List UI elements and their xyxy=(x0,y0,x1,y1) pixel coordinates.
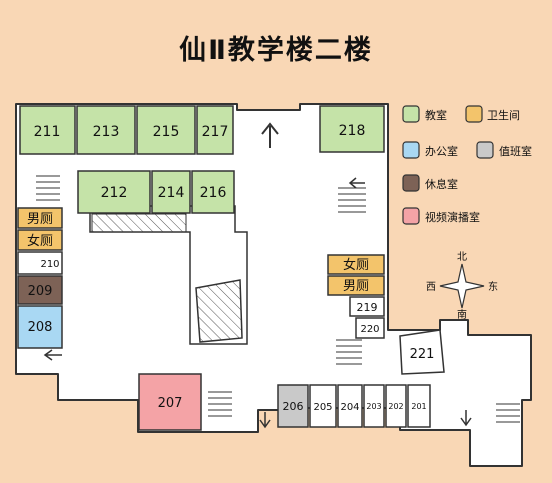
svg-text:216: 216 xyxy=(200,185,227,201)
room-220[interactable]: 220 xyxy=(355,317,385,339)
room-203[interactable]: 203 xyxy=(363,384,385,428)
compass-icon xyxy=(439,263,485,309)
stairs-southeast xyxy=(496,403,520,423)
svg-text:207: 207 xyxy=(158,396,183,411)
legend-label-classroom: 教室 xyxy=(425,108,447,122)
arrow-left-icon-west xyxy=(43,349,62,361)
legend-swatch-office xyxy=(402,141,420,159)
hatched-pillar xyxy=(195,279,243,343)
room-207[interactable]: 207 xyxy=(138,373,202,431)
legend-swatch-duty xyxy=(476,141,494,159)
svg-text:205: 205 xyxy=(313,402,332,413)
svg-text:217: 217 xyxy=(202,124,229,140)
svg-text:214: 214 xyxy=(158,185,185,201)
svg-text:女厕: 女厕 xyxy=(27,233,53,249)
svg-text:男厕: 男厕 xyxy=(343,279,369,294)
legend-swatch-restroom xyxy=(465,105,483,123)
svg-text:213: 213 xyxy=(93,124,120,140)
restroom-men-west[interactable]: 男厕 xyxy=(17,207,63,229)
room-217[interactable]: 217 xyxy=(196,105,234,155)
arrow-up-icon xyxy=(261,122,279,148)
legend-label-lounge: 休息室 xyxy=(425,177,458,191)
restroom-women-west[interactable]: 女厕 xyxy=(17,229,63,251)
stairs-east xyxy=(336,339,362,365)
svg-text:211: 211 xyxy=(34,124,61,140)
room-210[interactable]: 210 xyxy=(17,251,63,275)
legend-swatch-classroom xyxy=(402,105,420,123)
arrow-down-icon-southeast xyxy=(460,410,472,427)
svg-text:220: 220 xyxy=(360,324,379,335)
compass-east: 东 xyxy=(488,280,498,293)
restroom-women-east[interactable]: 女厕 xyxy=(327,254,385,275)
legend-swatch-video xyxy=(402,207,420,225)
room-219[interactable]: 219 xyxy=(349,296,385,317)
compass-west: 西 xyxy=(426,282,436,293)
svg-text:221: 221 xyxy=(410,347,435,362)
legend-label-restroom: 卫生间 xyxy=(487,108,520,122)
hatched-area xyxy=(91,213,187,233)
svg-text:209: 209 xyxy=(28,284,53,299)
room-202[interactable]: 202 xyxy=(385,384,407,428)
room-209[interactable]: 209 xyxy=(17,275,63,305)
legend-label-duty: 值班室 xyxy=(499,144,532,158)
compass: 北 南 西 东 xyxy=(426,251,498,321)
room-214[interactable]: 214 xyxy=(151,170,191,214)
room-211[interactable]: 211 xyxy=(19,105,76,155)
svg-text:212: 212 xyxy=(101,185,128,201)
arrow-down-icon-south xyxy=(259,412,271,429)
svg-text:204: 204 xyxy=(340,402,359,413)
legend: 教室 卫生间 办公室 值班室 休息室 视频演播室 xyxy=(402,105,532,225)
room-204[interactable]: 204 xyxy=(337,384,363,428)
svg-text:203: 203 xyxy=(366,402,381,411)
room-206[interactable]: 206 xyxy=(277,384,309,428)
svg-text:男厕: 男厕 xyxy=(27,212,53,227)
page-title: 仙Ⅱ教学楼二楼 xyxy=(179,35,373,66)
compass-south: 南 xyxy=(457,308,467,321)
legend-label-video: 视频演播室 xyxy=(425,210,480,224)
stairs-southwest xyxy=(208,391,232,417)
legend-swatch-lounge xyxy=(402,174,420,192)
svg-text:219: 219 xyxy=(357,301,378,314)
room-208[interactable]: 208 xyxy=(17,305,63,349)
room-212[interactable]: 212 xyxy=(77,170,151,214)
room-213[interactable]: 213 xyxy=(76,105,136,155)
room-221[interactable]: 221 xyxy=(399,329,445,375)
room-216[interactable]: 216 xyxy=(191,170,235,214)
svg-text:210: 210 xyxy=(40,259,59,270)
room-215[interactable]: 215 xyxy=(136,105,196,155)
legend-label-office: 办公室 xyxy=(425,144,458,158)
restroom-men-east[interactable]: 男厕 xyxy=(327,275,385,296)
arrow-left-icon xyxy=(348,177,365,189)
room-201[interactable]: 201 xyxy=(407,384,431,428)
stairs-northeast xyxy=(338,187,366,213)
svg-text:202: 202 xyxy=(388,402,403,411)
compass-north: 北 xyxy=(457,251,467,263)
svg-text:206: 206 xyxy=(283,400,304,413)
room-205[interactable]: 205 xyxy=(309,384,337,428)
svg-text:218: 218 xyxy=(339,123,366,139)
svg-text:201: 201 xyxy=(411,402,426,411)
room-218[interactable]: 218 xyxy=(319,105,385,153)
svg-text:215: 215 xyxy=(153,124,180,140)
stairs-northwest xyxy=(36,175,60,201)
svg-text:女厕: 女厕 xyxy=(343,257,369,273)
svg-text:208: 208 xyxy=(28,320,53,335)
